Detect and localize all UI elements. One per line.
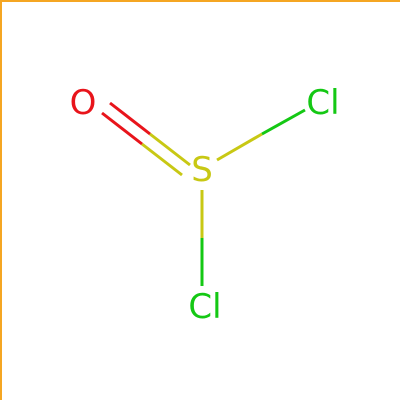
bond-s-o-line-1-s-half	[149, 132, 191, 167]
atom-cl-lower: Cl	[188, 287, 221, 327]
bond-s-cl-upper-s-half	[216, 132, 263, 162]
atom-s: S	[191, 150, 213, 190]
bond-s-o	[101, 101, 191, 177]
bond-s-o-line-2-s-half	[141, 142, 183, 177]
bond-s-o-line-2-o-half	[101, 111, 143, 146]
bond-s-cl-upper-cl-half	[261, 108, 306, 136]
atom-o: O	[70, 83, 97, 123]
atom-cl-upper: Cl	[306, 83, 339, 123]
bond-s-o-line-1-o-half	[109, 101, 151, 136]
bond-s-cl-upper	[216, 108, 306, 162]
